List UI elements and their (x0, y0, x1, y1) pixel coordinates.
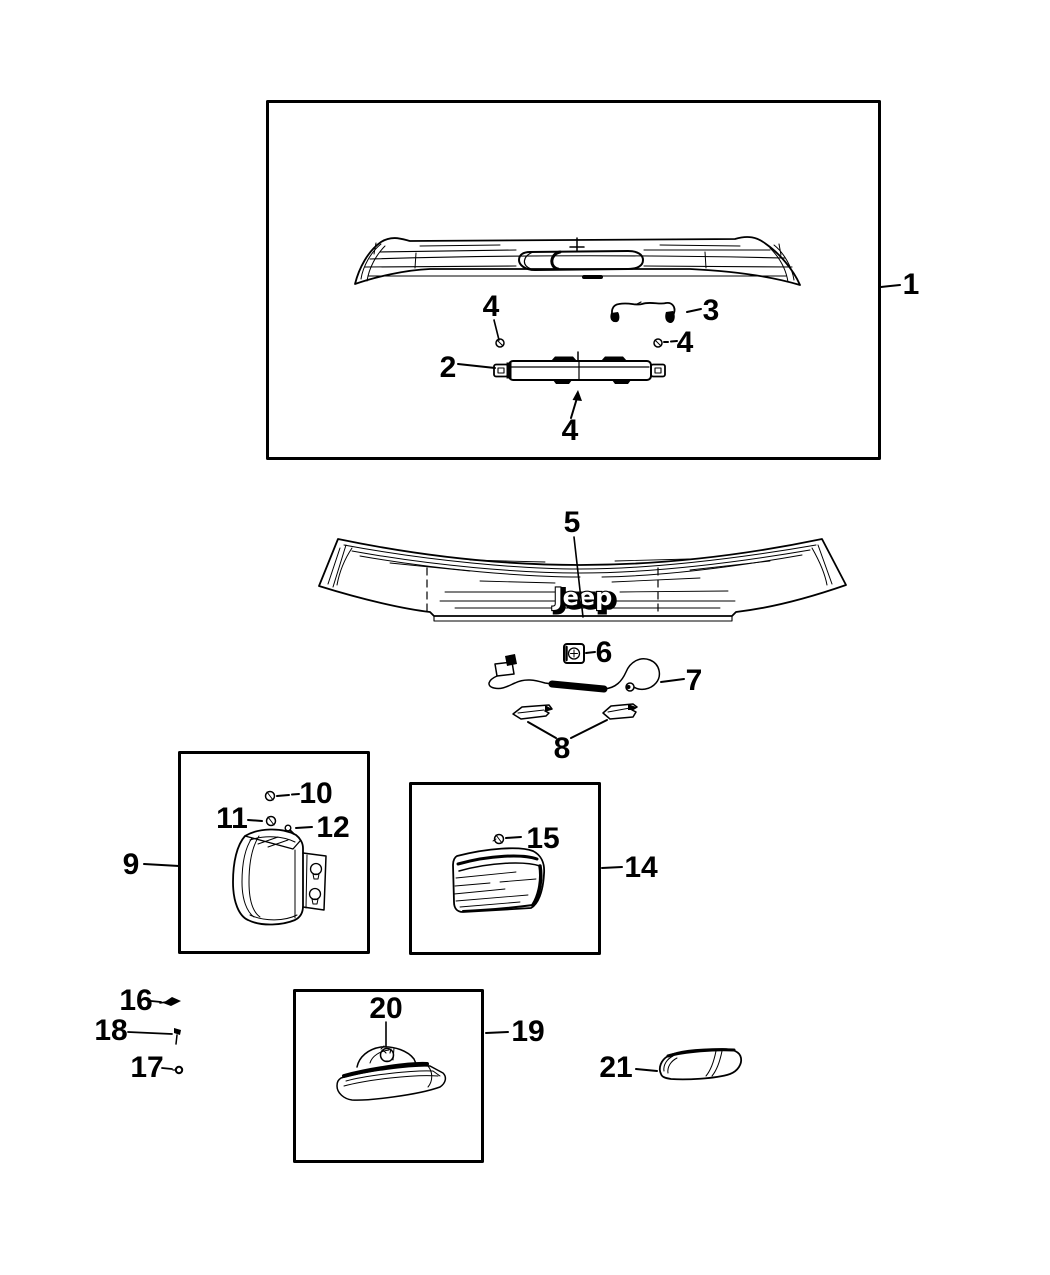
leader-4-bottom (570, 397, 578, 419)
leader-8 (527, 719, 608, 739)
screw-icon (264, 790, 276, 802)
inner-lamp-assembly-group: 15 (409, 782, 601, 955)
jeep-badge-shadow: Jeep (555, 585, 616, 613)
assembly-box-tail-lamp (178, 751, 370, 954)
bracket-pair-drawing (512, 703, 638, 720)
callout-4-chmsl-screw: 4 (562, 414, 579, 447)
tail-lamp-drawing (232, 828, 327, 926)
callout-4-spoiler-screw-right: 4 (677, 326, 694, 359)
spoiler-assembly-group: 4 3 4 2 4 (266, 100, 881, 460)
leader-18 (127, 1031, 173, 1035)
screw-side-icon (174, 1028, 181, 1045)
leader-6 (585, 651, 596, 654)
inner-lamp-drawing (452, 847, 546, 913)
screw-icon (492, 833, 505, 845)
callout-11-screw: 11 (216, 802, 248, 835)
push-fastener-icon (159, 997, 181, 1006)
spoiler-drawing (354, 236, 801, 286)
callout-18-screw: 18 (94, 1014, 127, 1047)
callout-15-screw: 15 (526, 822, 559, 855)
leader-10 (276, 793, 300, 797)
screw-icon (653, 338, 663, 348)
leader-16 (150, 1000, 162, 1003)
callout-2-chmsl: 2 (440, 351, 457, 384)
leader-1 (880, 284, 901, 288)
bulb-icon (379, 1045, 395, 1063)
leader-11 (247, 819, 263, 822)
jeep-badge-text: Jeep (552, 583, 613, 611)
leader-4-right (663, 340, 678, 343)
callout-21-reflector: 21 (599, 1051, 632, 1084)
assembly-box-backup-lamp (293, 989, 484, 1163)
leader-7 (660, 678, 685, 683)
applique-drawing: Jeep Jeep (318, 538, 847, 622)
callout-20-bulb: 20 (369, 992, 402, 1025)
leader-4-left (493, 319, 500, 341)
assembly-box-spoiler (266, 100, 881, 460)
leader-9 (143, 863, 180, 867)
callout-7-wiring: 7 (686, 664, 703, 697)
leader-15 (505, 836, 522, 839)
backup-lamp-drawing (336, 1046, 447, 1101)
callout-14-inner-lamp: 14 (624, 851, 658, 884)
wiring-harness-drawing (488, 654, 661, 693)
leader-19 (485, 1031, 509, 1034)
backup-lamp-assembly-group: 20 (293, 989, 484, 1163)
callout-3-bracket: 3 (703, 294, 720, 327)
assembly-box-inner-lamp (409, 782, 601, 955)
callout-8-brackets: 8 (554, 732, 571, 765)
callout-19-backup-lamp: 19 (511, 1015, 544, 1048)
tail-lamp-assembly-group: 10 11 12 (178, 751, 370, 954)
leader-5 (573, 536, 584, 618)
leader-17 (161, 1067, 173, 1070)
callout-6-clip: 6 (596, 636, 613, 669)
callout-12-pin: 12 (316, 811, 349, 844)
screw-icon (495, 338, 505, 348)
callout-16-fastener: 16 (119, 984, 152, 1017)
leader-4-bottom-arrowhead (572, 390, 582, 401)
bracket-drawing (610, 301, 676, 323)
chmsl-lamp-drawing (493, 351, 666, 384)
clip-drawing (563, 643, 585, 664)
leader-12 (295, 826, 313, 829)
leader-2 (457, 363, 496, 369)
callout-1-spoiler-assembly: 1 (903, 268, 920, 301)
leader-21 (635, 1068, 658, 1072)
leader-3 (686, 308, 702, 313)
grommet-icon (172, 1065, 184, 1075)
callout-17-grommet: 17 (130, 1051, 163, 1084)
screw-icon (265, 815, 277, 827)
callout-4-spoiler-screw-left: 4 (483, 290, 500, 323)
callout-9-tail-lamp: 9 (123, 848, 140, 881)
reflector-drawing (658, 1048, 743, 1081)
leader-14 (601, 866, 623, 869)
callout-10-screw: 10 (299, 777, 332, 810)
callout-5-applique: 5 (564, 506, 581, 539)
